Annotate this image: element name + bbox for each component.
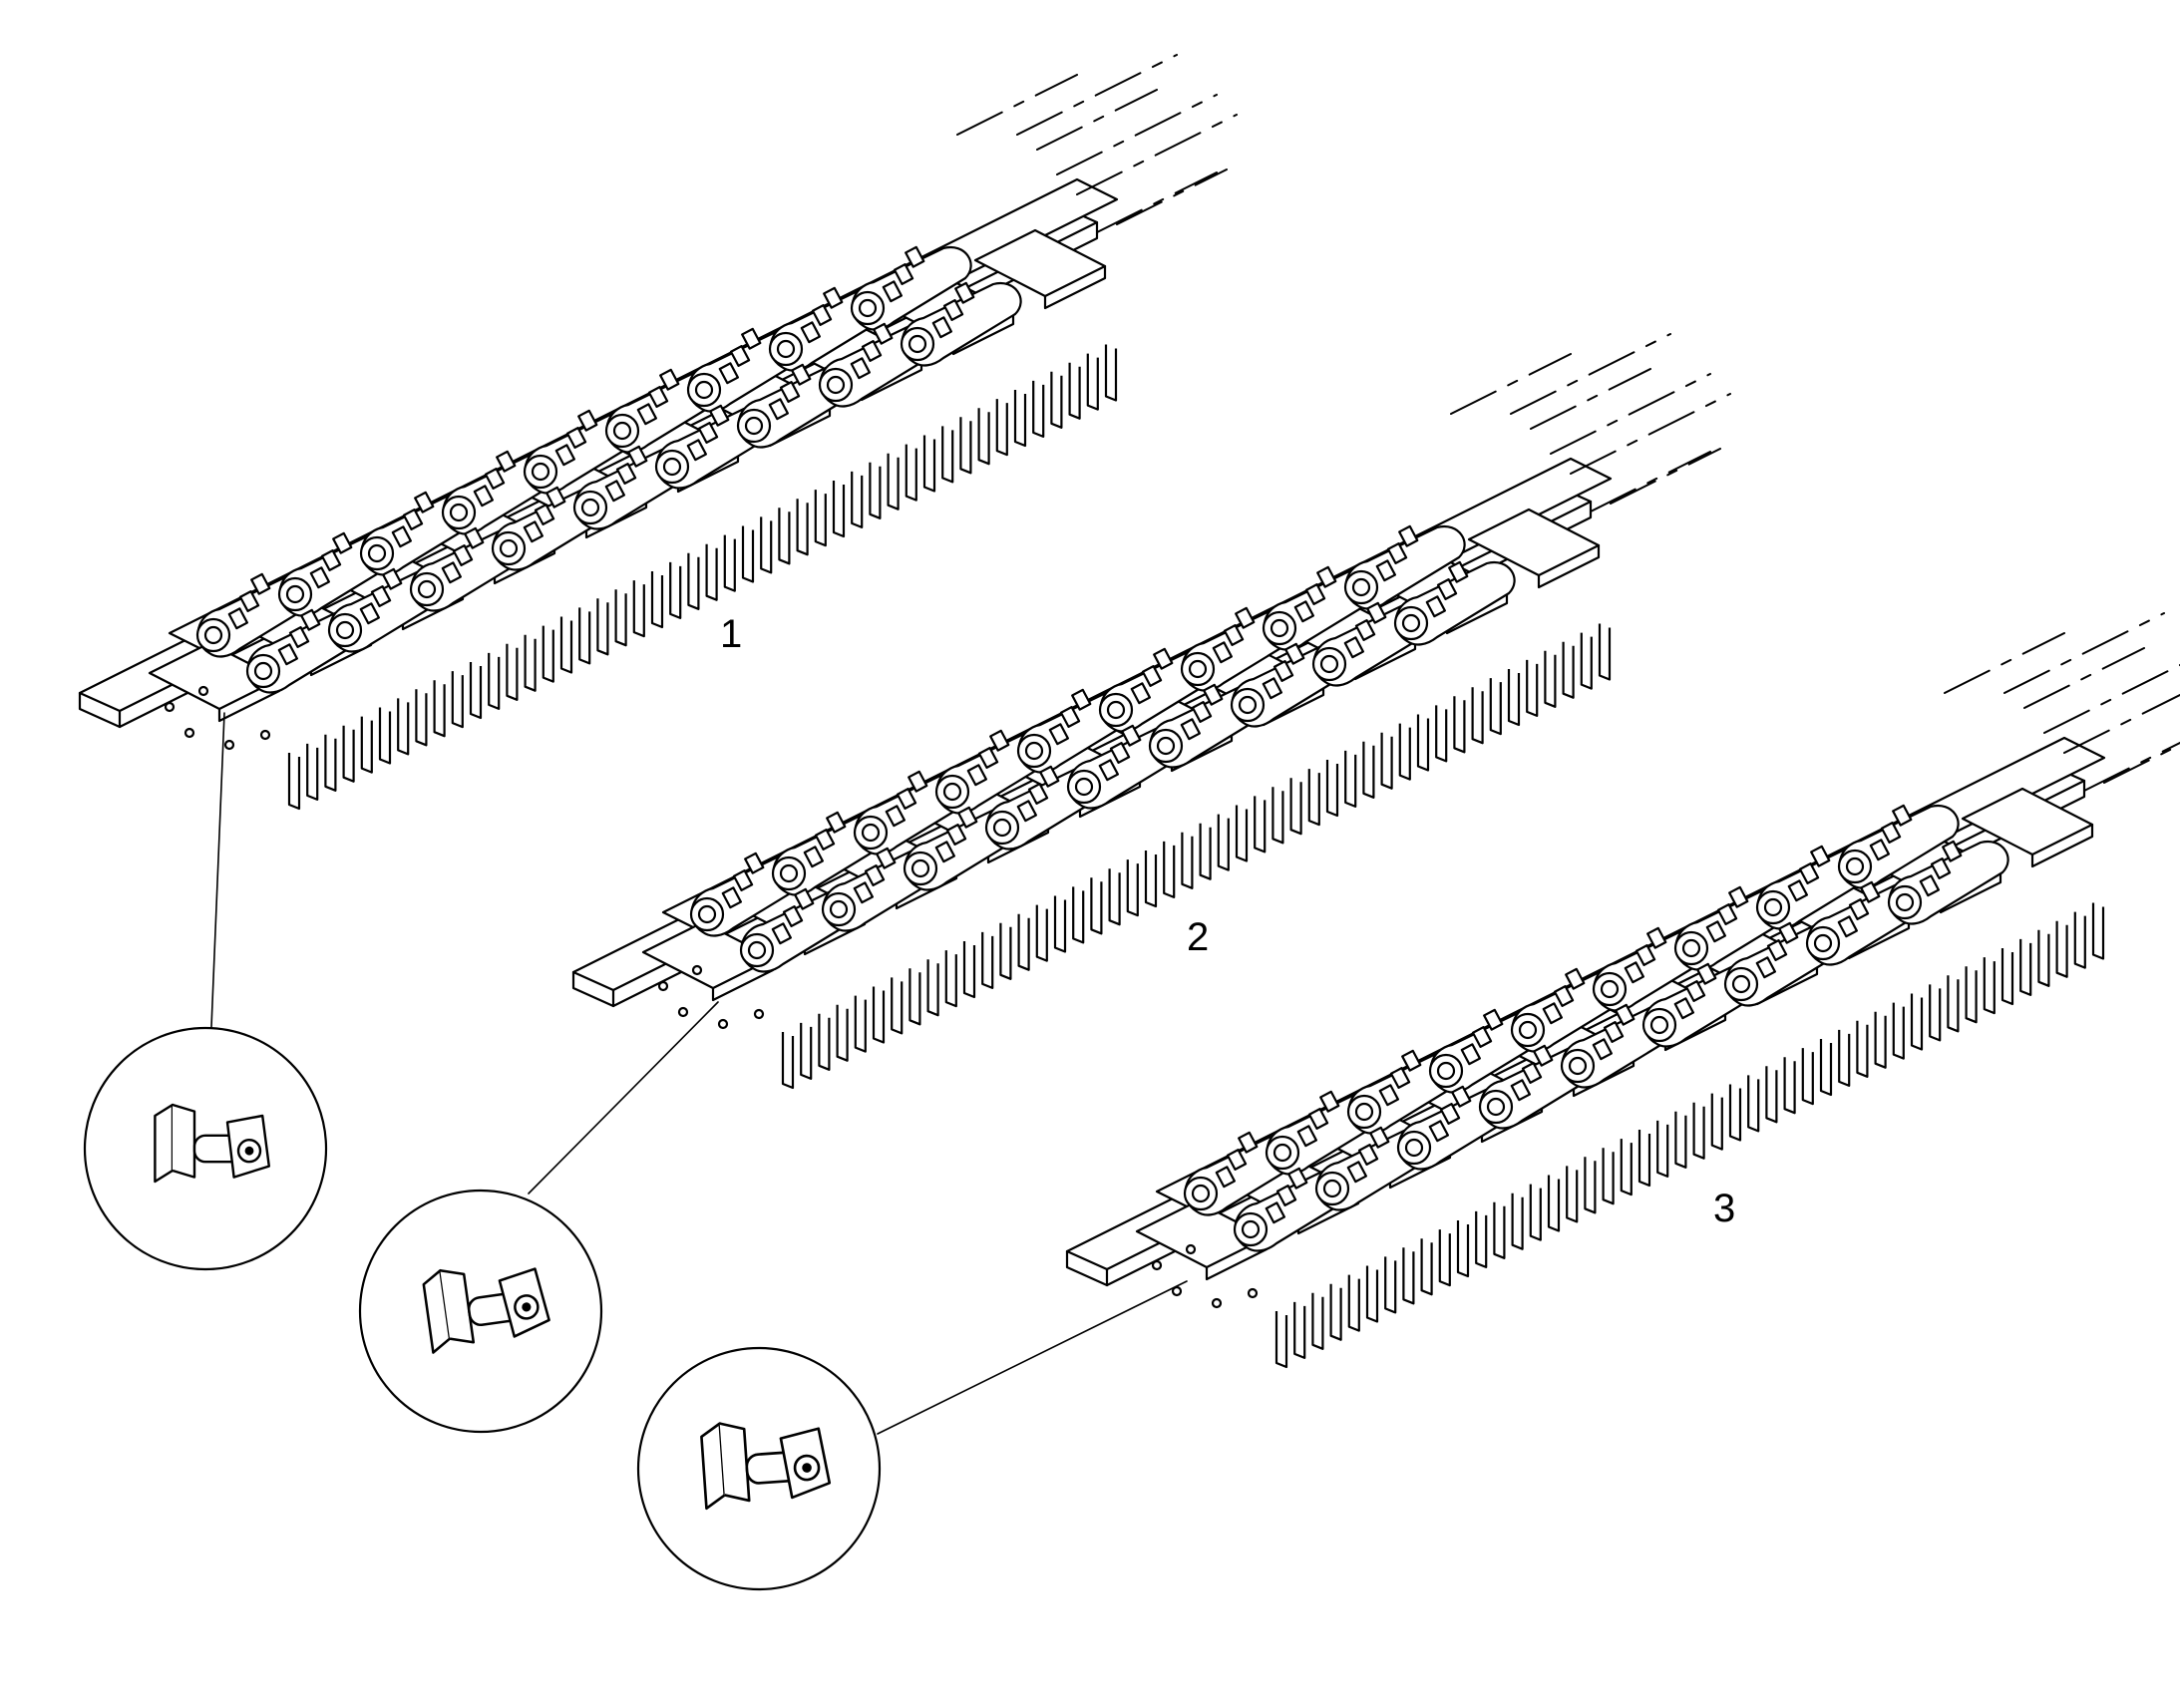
chain-assembly-1 bbox=[80, 55, 1237, 809]
leader-line-1 bbox=[210, 712, 225, 1028]
callout-label-1: 1 bbox=[720, 612, 743, 656]
leader-line-2 bbox=[528, 1001, 719, 1195]
detail-bubble-1 bbox=[83, 1026, 328, 1271]
callout-label-3: 3 bbox=[1713, 1187, 1736, 1230]
detail-bubble-2 bbox=[358, 1189, 603, 1434]
detail-bubble-3 bbox=[636, 1346, 882, 1591]
leader-line-3 bbox=[877, 1280, 1188, 1435]
callout-label-2: 2 bbox=[1187, 915, 1210, 959]
